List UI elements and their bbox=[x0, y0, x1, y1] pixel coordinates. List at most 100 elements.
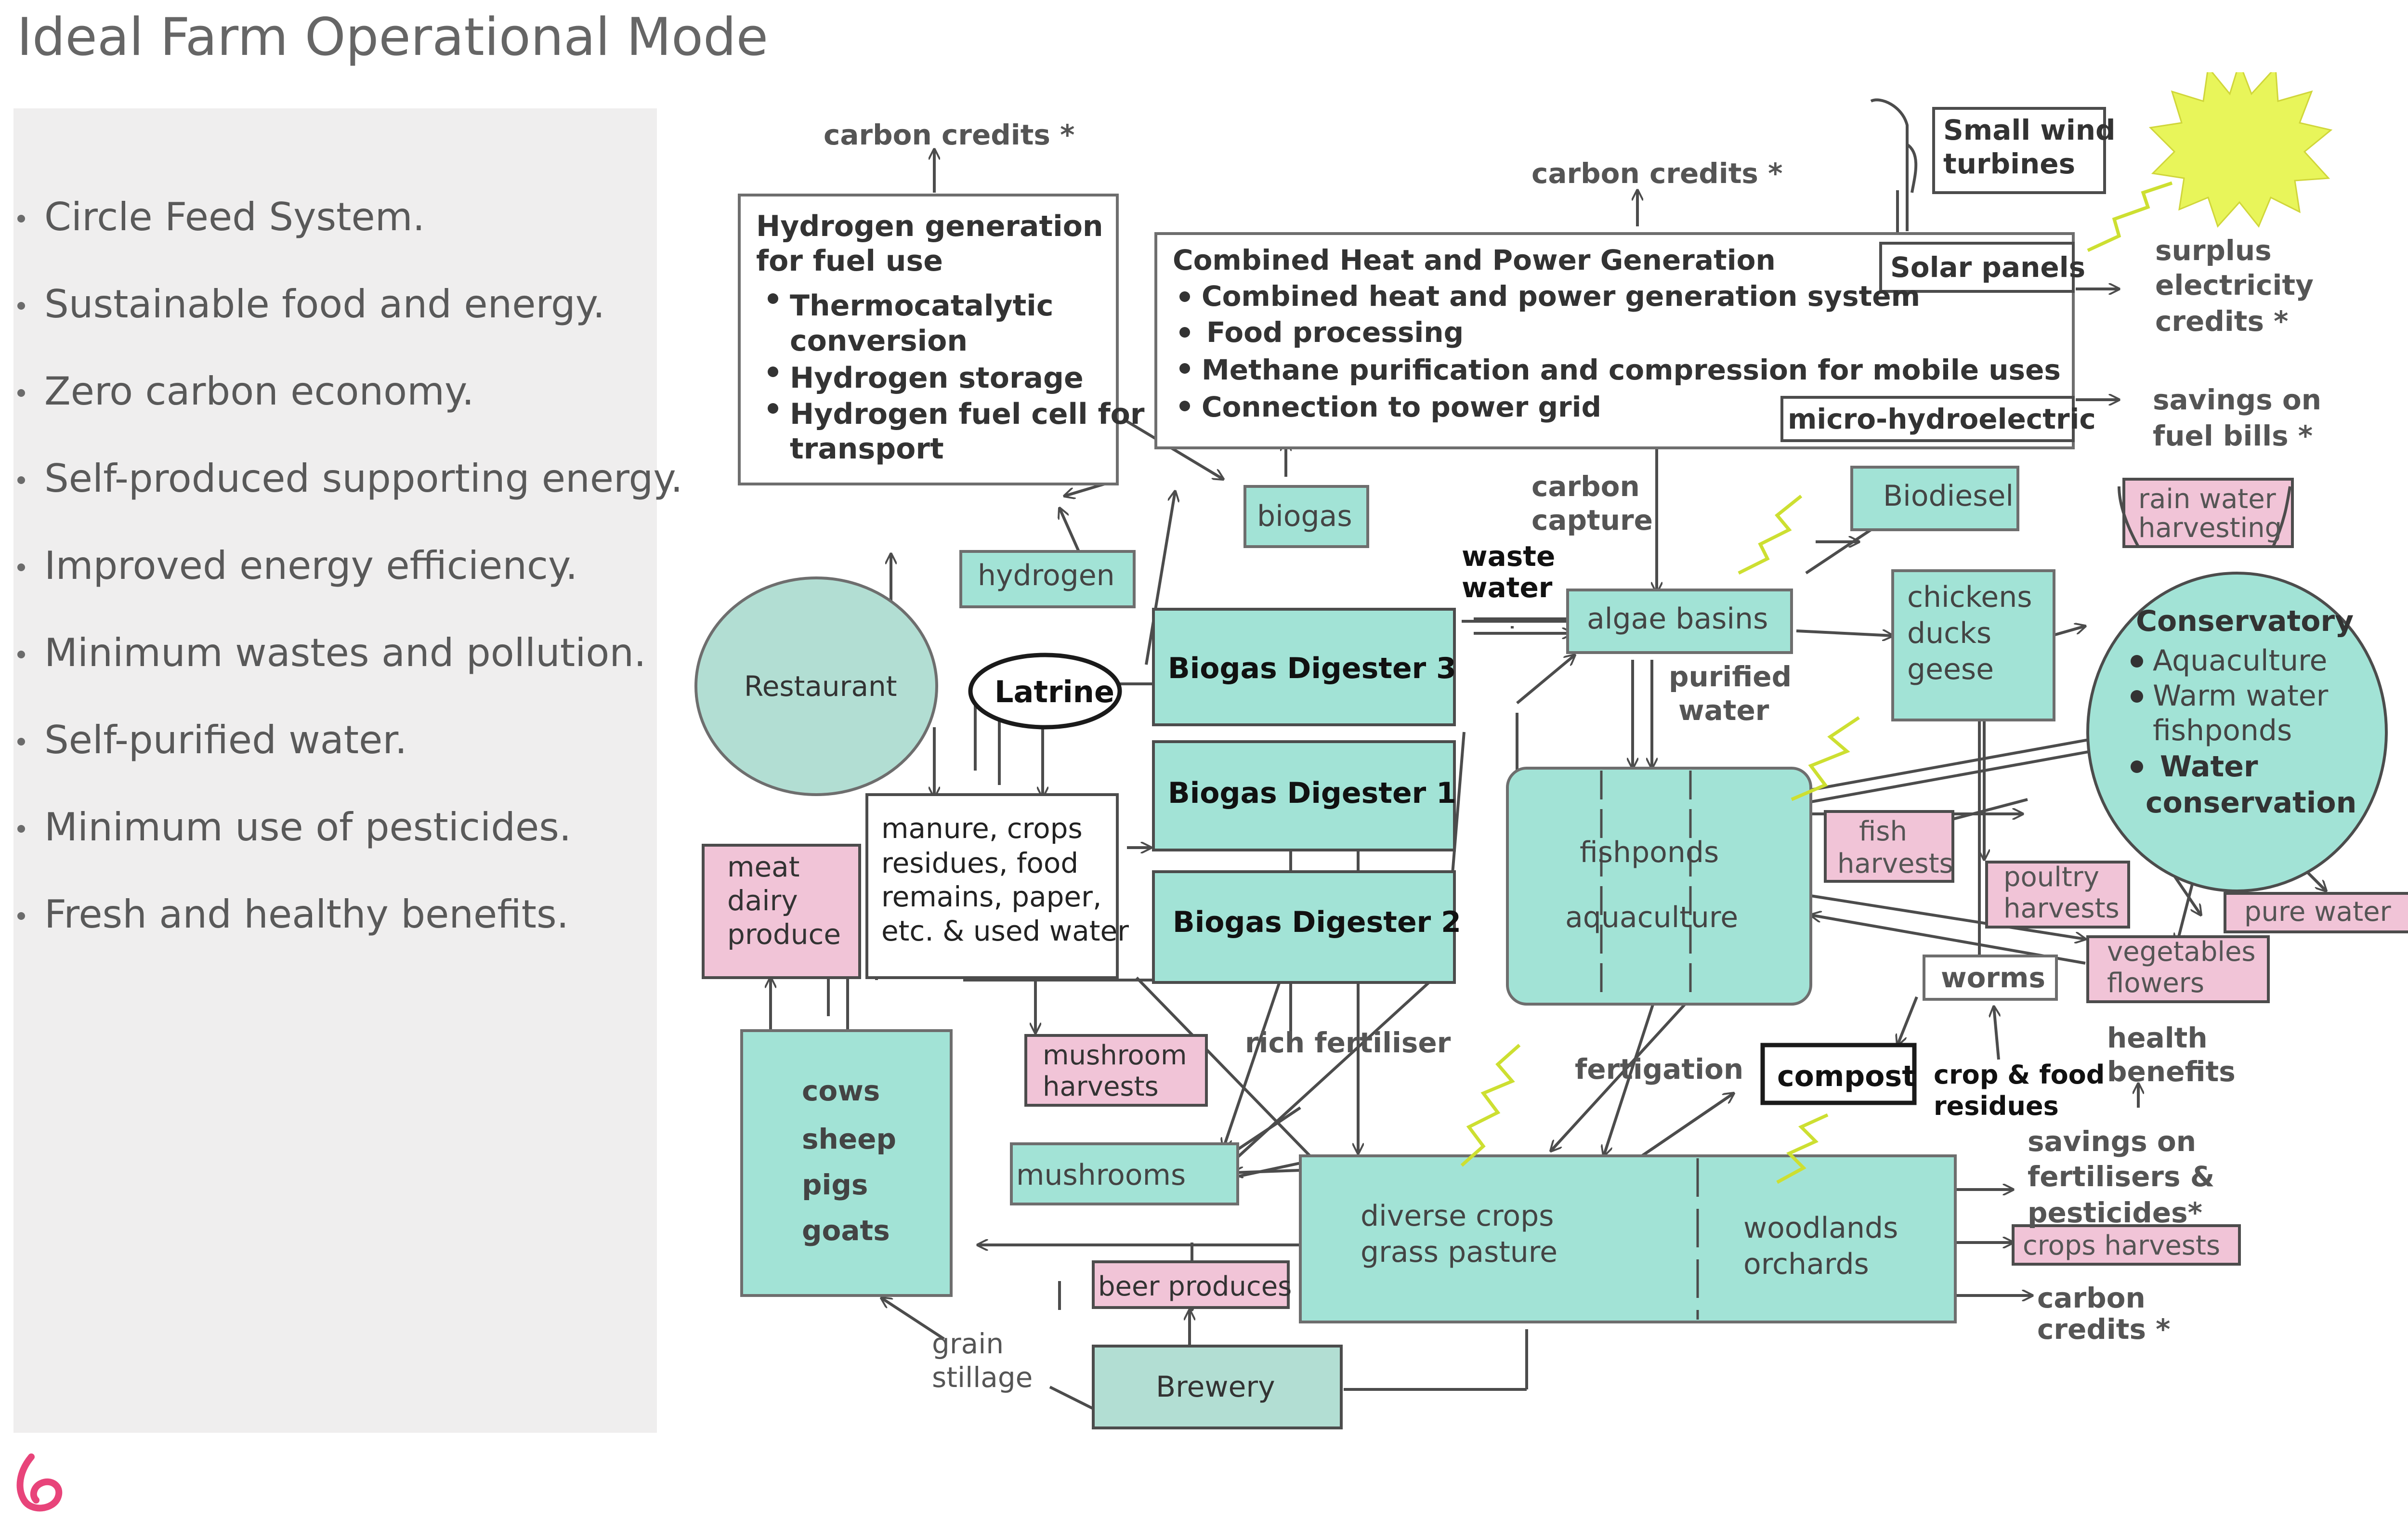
label-carbon-bottom: carbon bbox=[2037, 1282, 2146, 1314]
conservatory-circle bbox=[2086, 572, 2388, 892]
poultry-harvests-box bbox=[1985, 861, 2130, 929]
label-pigs: pigs bbox=[802, 1168, 868, 1201]
label-credits: credits * bbox=[2155, 305, 2289, 338]
label-manure-4: etc. & used water bbox=[881, 915, 1129, 947]
brand-logo-icon bbox=[16, 1453, 63, 1512]
label-mushroom-harvests: harvests bbox=[1043, 1071, 1159, 1102]
label-goats: goats bbox=[802, 1214, 890, 1247]
bullet-dot bbox=[2131, 760, 2143, 773]
connector bbox=[1628, 1092, 1735, 1165]
label-produce: produce bbox=[727, 918, 841, 951]
label-pesticides: pesticides* bbox=[2028, 1196, 2202, 1229]
connector bbox=[1810, 749, 2105, 803]
label-fishponds: fishponds bbox=[1580, 836, 1719, 869]
micro-hydro-box bbox=[1780, 396, 2075, 442]
label-carbon-credits-top-left: carbon credits * bbox=[824, 118, 1074, 151]
digester-3-box bbox=[1152, 608, 1456, 726]
label-fertigation: fertigation bbox=[1575, 1053, 1743, 1086]
bullet-dot bbox=[1179, 401, 1190, 411]
label-harvesting: harvesting bbox=[2138, 512, 2282, 544]
label-fuel-bills: fuel bills * bbox=[2153, 419, 2313, 452]
compost-box bbox=[1760, 1043, 1917, 1105]
label-chp-item-4: Connection to power grid bbox=[1202, 391, 1601, 423]
label-conversion: conversion bbox=[790, 324, 968, 358]
label-flowers: flowers bbox=[2107, 968, 2204, 999]
connector bbox=[1994, 1007, 1999, 1060]
label-capture: capture bbox=[1531, 504, 1653, 537]
label-orchards: orchards bbox=[1743, 1247, 1869, 1281]
label-fertilisers: fertilisers & bbox=[2028, 1160, 2214, 1193]
label-aquaculture-c: Aquaculture bbox=[2153, 644, 2327, 678]
label-brewery: Brewery bbox=[1156, 1370, 1275, 1404]
connector bbox=[1551, 981, 1706, 1151]
label-pure-water: pure water bbox=[2244, 896, 2392, 928]
label-algae-basins: algae basins bbox=[1587, 602, 1768, 636]
label-latrine: Latrine bbox=[995, 674, 1114, 709]
label-manure-1: manure, crops bbox=[881, 812, 1083, 845]
worms-box bbox=[1923, 955, 2058, 1001]
connector bbox=[1898, 996, 1918, 1045]
label-water: water bbox=[1462, 571, 1553, 604]
connector bbox=[2051, 626, 2085, 637]
label-electricity: electricity bbox=[2155, 269, 2314, 301]
bullet-dot bbox=[768, 366, 778, 377]
bullet-item: Fresh and healthy benefits. bbox=[13, 871, 649, 958]
bullet-dot bbox=[1179, 363, 1190, 374]
label-diverse-crops: diverse crops bbox=[1361, 1199, 1554, 1233]
label-fishponds-c: fishponds bbox=[2153, 714, 2292, 747]
bullet-item: Improved energy efficiency. bbox=[13, 522, 649, 609]
bullet-dot bbox=[1179, 327, 1190, 338]
label-savings-fert: savings on bbox=[2028, 1125, 2196, 1158]
connector bbox=[1810, 737, 2105, 791]
boxes bbox=[694, 107, 2408, 1429]
label-aquaculture: aquaculture bbox=[1565, 901, 1738, 934]
label-health: health bbox=[2107, 1021, 2208, 1054]
label-savings-fuel: savings on bbox=[2153, 383, 2321, 416]
label-small-wind: Small wind bbox=[1943, 114, 2116, 146]
sunlight-ray-icon bbox=[1460, 1044, 1521, 1167]
brewery-box bbox=[1092, 1345, 1343, 1429]
label-benefits: benefits bbox=[2107, 1055, 2236, 1088]
sunlight-ray-icon bbox=[1776, 1113, 1829, 1184]
label-cows: cows bbox=[802, 1074, 880, 1107]
label-hydrogen-storage: Hydrogen storage bbox=[790, 361, 1084, 395]
label-carbon-capture: carbon bbox=[1531, 470, 1640, 503]
fish-harvests-box bbox=[1824, 810, 1954, 883]
mushroom-harvests-box bbox=[1024, 1034, 1208, 1107]
solar-panels-box bbox=[1879, 242, 2075, 293]
label-conservation: conservation bbox=[2146, 786, 2356, 820]
label-surplus: surplus bbox=[2155, 234, 2272, 267]
crops-box bbox=[1299, 1154, 1957, 1323]
label-sheep: sheep bbox=[802, 1123, 896, 1155]
bullet-panel bbox=[13, 108, 657, 1433]
label-crops-harvests: crops harvests bbox=[2023, 1230, 2220, 1261]
connector bbox=[1145, 491, 1175, 665]
connector bbox=[881, 1298, 945, 1340]
label-restaurant: Restaurant bbox=[744, 670, 897, 703]
beer-produces-box bbox=[1092, 1260, 1290, 1309]
meat-dairy-box bbox=[702, 844, 861, 979]
label-manure-2: residues, food bbox=[881, 847, 1078, 879]
slide-title: Ideal Farm Operational Mode bbox=[17, 7, 769, 67]
label-water-c: Water bbox=[2160, 750, 2258, 784]
diagram-text: carbon credits * carbon credits * Small … bbox=[727, 114, 2392, 1404]
connector bbox=[1060, 508, 1080, 552]
bullet-item: Minimum use of pesticides. bbox=[13, 784, 649, 871]
label-chp-title: Combined Heat and Power Generation bbox=[1173, 244, 1776, 276]
pure-water-box bbox=[2224, 892, 2408, 933]
label-geese: geese bbox=[1907, 653, 1994, 686]
label-residues: residues bbox=[1934, 1091, 2059, 1121]
label-poultry: poultry bbox=[2003, 862, 2099, 893]
label-chp-item-1: Combined heat and power generation syste… bbox=[1202, 280, 1920, 313]
sun-icon bbox=[2148, 72, 2333, 228]
label-purified: purified bbox=[1669, 660, 1792, 693]
connector bbox=[1135, 976, 1311, 1157]
crops-harvests-box bbox=[2012, 1224, 2241, 1266]
label-dairy: dairy bbox=[727, 884, 798, 917]
connector bbox=[1223, 967, 1446, 1170]
label-vegetables: vegetables bbox=[2107, 936, 2256, 968]
hydrogen-generation-box bbox=[738, 194, 1119, 485]
label-manure-3: remains, paper, bbox=[881, 880, 1101, 913]
label-biogas: biogas bbox=[1257, 499, 1352, 533]
label-credits-bottom: credits * bbox=[2037, 1313, 2171, 1346]
